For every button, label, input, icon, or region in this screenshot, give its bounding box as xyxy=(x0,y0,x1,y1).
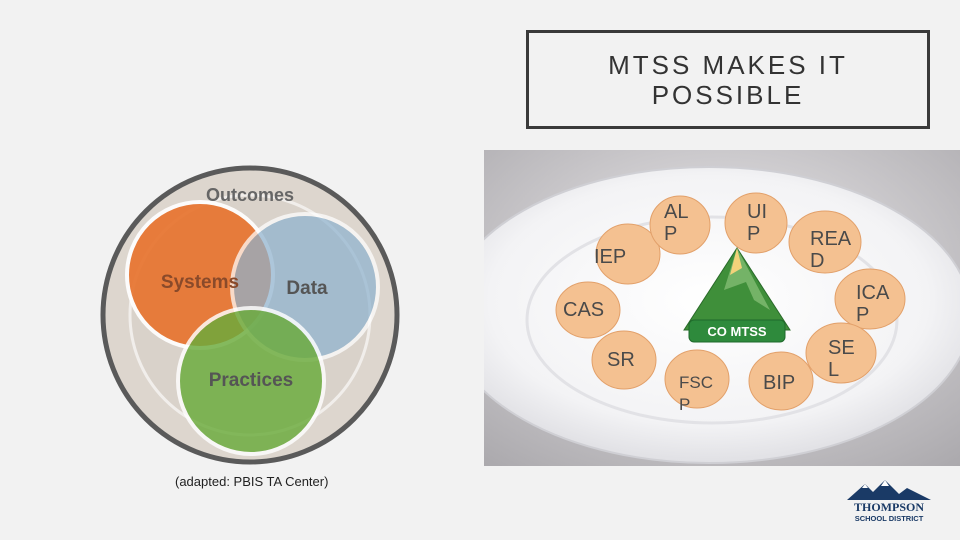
plate-illustration: CO MTSS xyxy=(484,150,960,466)
label-bip: BIP xyxy=(763,372,796,394)
bubble-bip xyxy=(748,351,814,411)
bubble-sr xyxy=(591,330,657,390)
data-label: Data xyxy=(286,278,328,299)
bubble-icap xyxy=(834,268,906,330)
bubble-alp xyxy=(649,195,711,255)
bubble-read xyxy=(788,210,862,274)
systems-label: Systems xyxy=(161,272,239,293)
logo-line1: THOMPSON xyxy=(854,500,924,514)
badge-text: CO MTSS xyxy=(707,324,767,339)
label-alp: AL P xyxy=(664,201,689,245)
mtss-venn-diagram: Outcomes Systems Data Practices xyxy=(100,165,400,465)
district-logo: THOMPSON SCHOOL DISTRICT xyxy=(843,478,935,524)
practices-label: Practices xyxy=(209,370,294,391)
practices-circle xyxy=(176,306,326,456)
label-icap: ICA P xyxy=(856,282,890,326)
logo-line2: SCHOOL DISTRICT xyxy=(855,514,924,523)
slide-title: MTSS MAKES IT POSSIBLE xyxy=(608,49,848,110)
label-read: REA D xyxy=(810,228,852,272)
label-cas: CAS xyxy=(563,299,605,321)
label-sel: SE L xyxy=(828,337,855,381)
label-uip: UI P xyxy=(747,201,767,245)
bubble-sel xyxy=(805,322,877,384)
bubble-fscp xyxy=(664,349,730,409)
bubble-iep xyxy=(595,223,661,285)
mountain-logo-icon: THOMPSON SCHOOL DISTRICT xyxy=(847,480,931,523)
title-box: MTSS MAKES IT POSSIBLE xyxy=(526,30,930,129)
outcomes-label: Outcomes xyxy=(206,185,294,205)
bubble-cas xyxy=(555,281,621,339)
label-iep: IEP xyxy=(594,246,627,268)
co-mtss-badge: CO MTSS xyxy=(683,247,791,343)
label-sr: SR xyxy=(607,349,635,371)
caption: (adapted: PBIS TA Center) xyxy=(175,474,329,489)
label-fscp: FSC P xyxy=(679,373,713,414)
bubble-uip xyxy=(724,192,788,254)
plate-photo: CO MTSS xyxy=(484,150,960,466)
